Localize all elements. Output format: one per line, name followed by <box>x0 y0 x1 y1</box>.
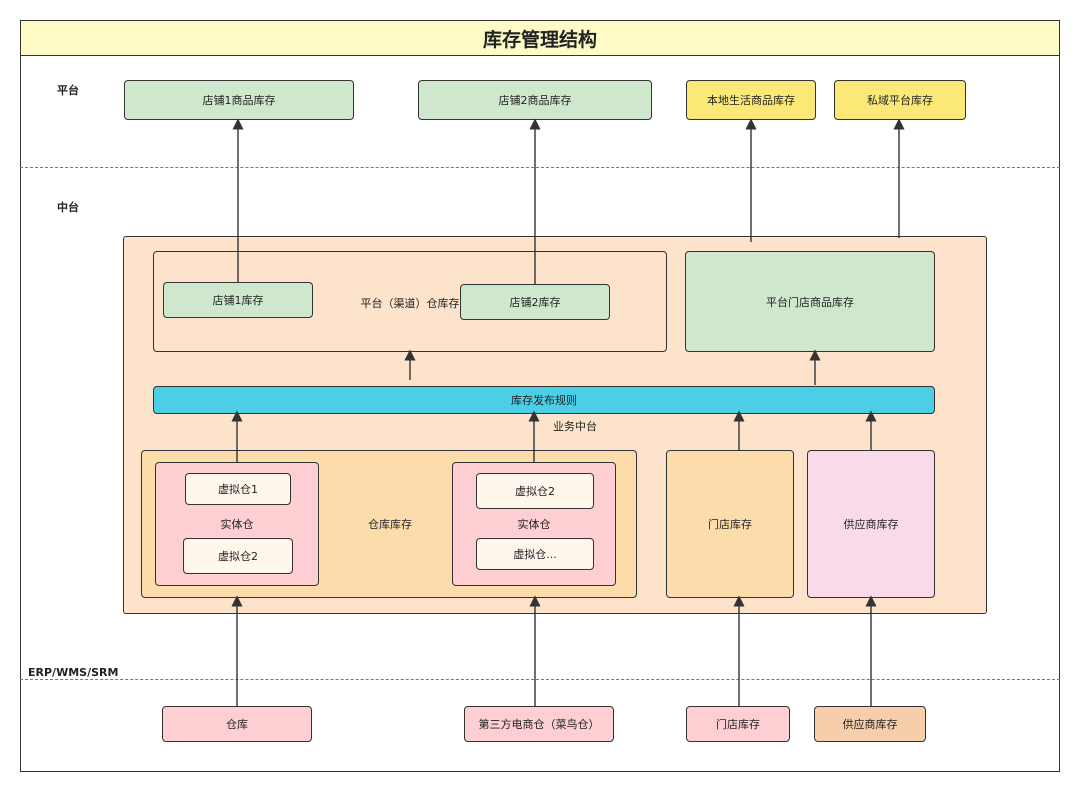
zone-label-erp: ERP/WMS/SRM <box>28 666 119 679</box>
channel-warehouse-label: 平台（渠道）仓库存 <box>360 297 460 310</box>
zone-divider-top <box>20 167 1060 168</box>
zone-label-middle: 中台 <box>57 201 79 214</box>
physical-warehouse-b-label: 实体仓 <box>517 518 551 531</box>
platform-store-stock-box: 平台门店商品库存 <box>685 251 935 352</box>
erp-third-party-warehouse-box: 第三方电商仓（菜鸟仓） <box>464 706 614 742</box>
platform-shop1-stock: 店铺1商品库存 <box>124 80 354 120</box>
virtual-warehouse-b2: 虚拟仓... <box>476 538 594 570</box>
erp-supplier-stock-box: 供应商库存 <box>814 706 926 742</box>
physical-warehouse-a-label: 实体仓 <box>220 518 254 531</box>
virtual-warehouse-b1: 虚拟仓2 <box>476 473 594 509</box>
zone-label-platform: 平台 <box>57 84 79 97</box>
warehouse-stock-label: 仓库库存 <box>368 518 412 531</box>
virtual-warehouse-a2: 虚拟仓2 <box>183 538 293 574</box>
erp-store-stock-box: 门店库存 <box>686 706 790 742</box>
erp-warehouse-box: 仓库 <box>162 706 312 742</box>
zone-divider-bottom <box>20 679 1060 680</box>
business-middle-label: 业务中台 <box>553 420 597 433</box>
virtual-warehouse-a1: 虚拟仓1 <box>185 473 291 505</box>
shop2-stock-box: 店铺2库存 <box>460 284 610 320</box>
store-stock-box: 门店库存 <box>666 450 794 598</box>
platform-private-domain-stock: 私域平台库存 <box>834 80 966 120</box>
stock-publish-rule-bar: 库存发布规则 <box>153 386 935 414</box>
diagram-title: 库存管理结构 <box>20 20 1060 56</box>
shop1-stock-box: 店铺1库存 <box>163 282 313 318</box>
supplier-stock-box: 供应商库存 <box>807 450 935 598</box>
